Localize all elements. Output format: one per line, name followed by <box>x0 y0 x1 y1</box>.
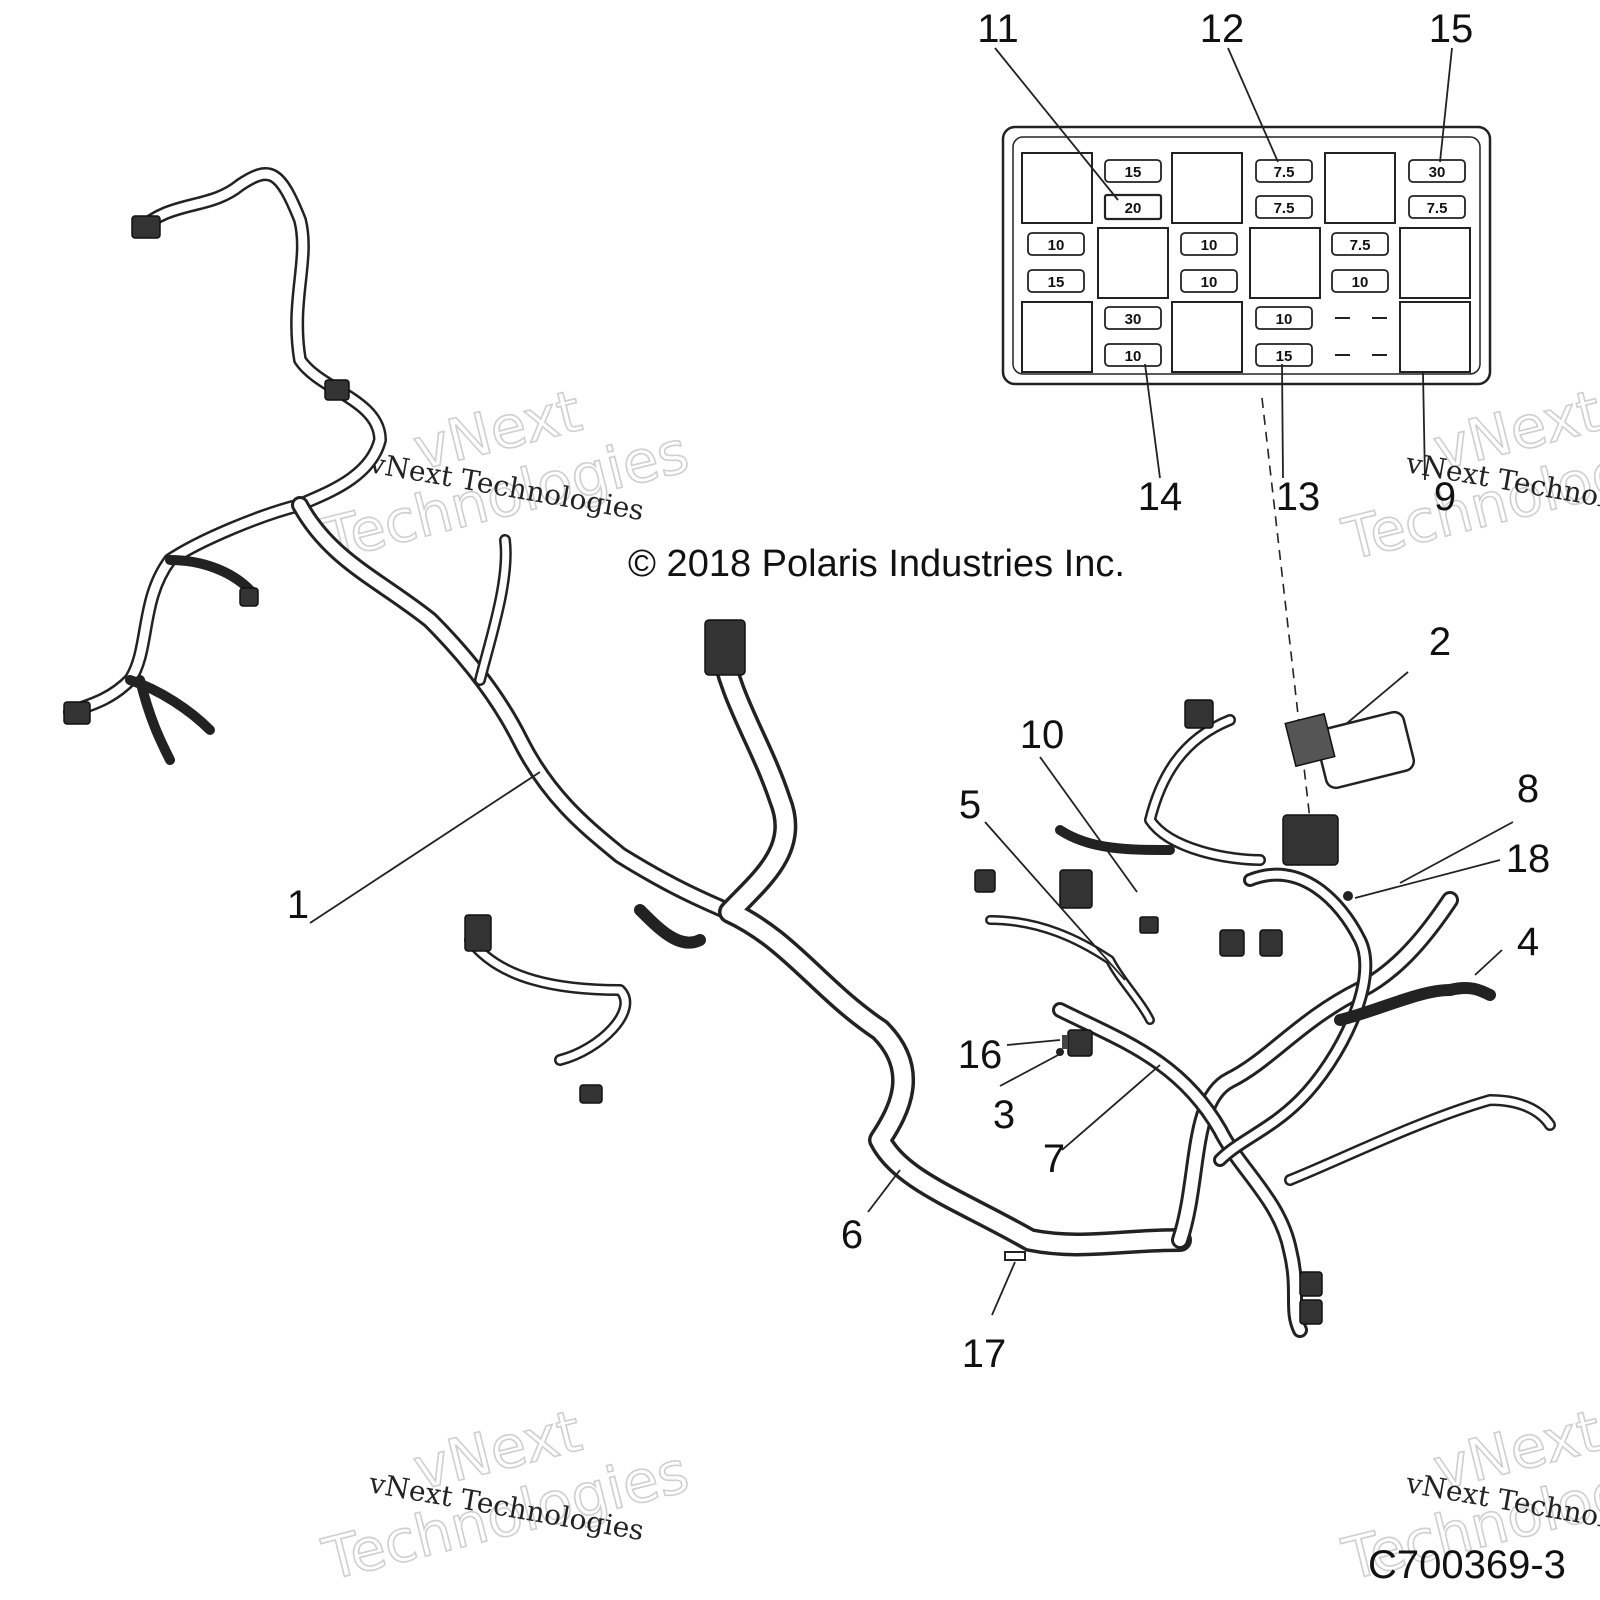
callout-10: 10 <box>1020 713 1065 757</box>
svg-text:30: 30 <box>1125 311 1142 328</box>
callout-15: 15 <box>1429 7 1474 51</box>
fuse: 30 <box>1408 159 1466 183</box>
fuse: 20 <box>1103 193 1163 221</box>
svg-text:15: 15 <box>1125 164 1142 181</box>
callout-14: 14 <box>1138 475 1183 519</box>
fuse: 7.5 <box>1255 195 1313 219</box>
watermark-bottom-left: vNext Technologies vNext Technologies <box>315 1396 696 1595</box>
callout-11: 11 <box>977 7 1019 51</box>
fuse: 10 <box>1331 269 1389 293</box>
copyright-text: © 2018 Polaris Industries Inc. <box>628 543 1125 585</box>
callout-2: 2 <box>1429 620 1451 664</box>
small-part-16 <box>1062 1035 1068 1049</box>
callout-7: 7 <box>1043 1137 1065 1181</box>
fuse-box-detail: 15 20 7.5 7.5 30 7.5 10 15 10 10 7.5 10 … <box>1001 125 1492 821</box>
fuse: 15 <box>1104 159 1162 183</box>
callout-16: 16 <box>958 1033 1003 1077</box>
svg-text:10: 10 <box>1201 274 1218 291</box>
svg-text:10: 10 <box>1125 348 1142 365</box>
small-part-18 <box>1343 891 1353 901</box>
callout-8: 8 <box>1517 767 1539 811</box>
harness-1-main <box>63 167 739 921</box>
figure-id: C700369-3 <box>1368 1543 1566 1587</box>
callout-12: 12 <box>1200 7 1245 51</box>
callout-18: 18 <box>1506 837 1551 881</box>
fuse: 7.5 <box>1331 232 1389 256</box>
fuse: 15 <box>1255 343 1313 367</box>
svg-text:10: 10 <box>1048 237 1065 254</box>
fuse: 10 <box>1180 232 1238 256</box>
connectors <box>63 215 1339 1325</box>
fuse: 10 <box>1104 343 1162 367</box>
svg-text:10: 10 <box>1201 237 1218 254</box>
svg-text:7.5: 7.5 <box>1427 200 1448 217</box>
small-part-17 <box>1004 1251 1026 1261</box>
fuse-box-cover <box>1284 710 1416 790</box>
fuse: 30 <box>1104 306 1162 330</box>
leader-lines <box>309 47 1514 1316</box>
callout-4: 4 <box>1517 920 1539 964</box>
svg-text:7.5: 7.5 <box>1350 237 1371 254</box>
fuse: 7.5 <box>1255 159 1313 183</box>
svg-text:15: 15 <box>1276 348 1293 365</box>
svg-text:30: 30 <box>1429 164 1446 181</box>
callout-5: 5 <box>959 783 981 827</box>
watermark-top-right: vNext Technologies vNext Technologies <box>1335 376 1600 575</box>
svg-text:10: 10 <box>1276 311 1293 328</box>
small-part-3 <box>1056 1048 1064 1056</box>
svg-text:15: 15 <box>1048 274 1065 291</box>
fuse: 10 <box>1027 232 1085 256</box>
callout-13: 13 <box>1276 475 1321 519</box>
callout-6: 6 <box>841 1213 863 1257</box>
callout-9: 9 <box>1434 475 1456 519</box>
svg-text:7.5: 7.5 <box>1274 164 1295 181</box>
harness-rear-assembly <box>985 714 1556 1338</box>
fuse-box-link-line <box>1261 397 1311 821</box>
fuse: 10 <box>1255 306 1313 330</box>
svg-text:20: 20 <box>1125 200 1142 217</box>
empty-fuse-slots <box>1335 317 1387 356</box>
relay-slots <box>1021 152 1471 373</box>
fuse-slots: 15 20 7.5 7.5 30 7.5 10 15 10 10 7.5 10 … <box>1027 159 1466 367</box>
harness-6-chassis <box>464 628 1192 1257</box>
fuse: 10 <box>1180 269 1238 293</box>
svg-text:7.5: 7.5 <box>1274 200 1295 217</box>
callout-3: 3 <box>993 1093 1015 1137</box>
callout-1: 1 <box>287 883 309 927</box>
svg-text:10: 10 <box>1352 274 1369 291</box>
fuse: 15 <box>1027 269 1085 293</box>
fuse: 7.5 <box>1408 195 1466 219</box>
callout-labels: 1 2 3 4 5 6 7 8 9 10 11 12 13 14 15 16 1… <box>287 7 1550 1376</box>
callout-17: 17 <box>962 1332 1007 1376</box>
